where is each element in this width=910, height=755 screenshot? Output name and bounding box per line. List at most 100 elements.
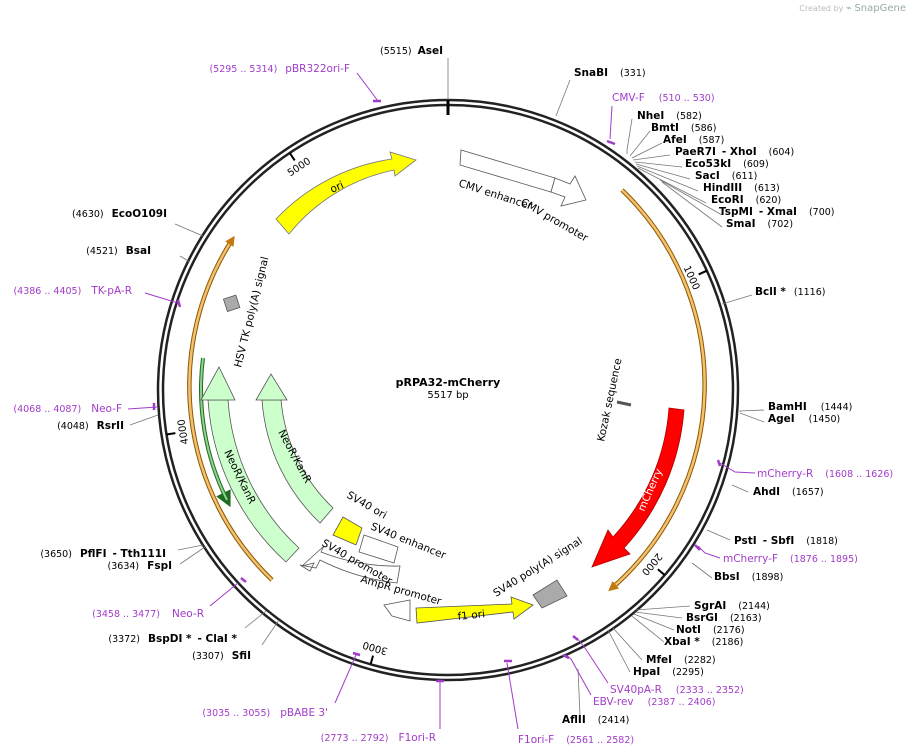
svg-text:AhdI(1657): AhdI(1657) <box>753 486 824 498</box>
snapgene-logo-icon: ⌁ <box>845 3 852 14</box>
svg-text:AflII(2414): AflII(2414) <box>562 714 629 726</box>
kozak-marker <box>616 400 632 407</box>
svg-text:SV40pA-R(2333 .. 2352): SV40pA-R(2333 .. 2352) <box>610 684 744 696</box>
svg-text:BbsI(1898): BbsI(1898) <box>714 571 783 583</box>
neor-outer-head <box>200 366 236 401</box>
svg-text:(5295 .. 5314)pBR322ori-F: (5295 .. 5314)pBR322ori-F <box>209 63 350 75</box>
neor-inner-body <box>261 399 334 524</box>
site-label: SmaI(702) <box>726 218 793 230</box>
green-feature-arrow-fill <box>200 357 228 501</box>
site-label: (3307)SfiI <box>192 650 251 662</box>
site-label: (4048)RsrII <box>57 420 124 432</box>
svg-text:NotI(2176): NotI(2176) <box>676 624 745 636</box>
svg-text:AgeI(1450): AgeI(1450) <box>768 413 840 425</box>
svg-text:CMV-F(510 .. 530): CMV-F(510 .. 530) <box>612 92 715 104</box>
primer-label: mCherry-R(1608 .. 1626) <box>757 468 893 480</box>
site-label: PaeR7I- XhoI(604) <box>675 146 794 158</box>
site-label: BclI *(1116) <box>755 286 825 298</box>
neor-inner-head <box>255 373 288 401</box>
cmv-promoter-arrow <box>550 175 587 207</box>
site-label: EcoRI(620) <box>711 194 781 206</box>
svg-text:(3035 .. 3055)pBABE 3': (3035 .. 3055)pBABE 3' <box>202 707 328 719</box>
site-label: SgrAI(2144) <box>694 600 770 612</box>
svg-text:mCherry-R(1608 .. 1626): mCherry-R(1608 .. 1626) <box>757 468 893 480</box>
primer-label: (3458 .. 3477)Neo-R <box>92 608 204 620</box>
site-label: NotI(2176) <box>676 624 745 636</box>
site-label: BsrGI(2163) <box>686 612 762 624</box>
svg-text:EcoRI(620): EcoRI(620) <box>711 194 781 206</box>
primer-label: mCherry-F(1876 .. 1895) <box>723 553 858 565</box>
plasmid-name: pRPA32-mCherry <box>396 376 501 389</box>
sv40-polya-box <box>532 579 568 609</box>
hsv-tk-polya-label: HSV TK poly(A) signal <box>232 255 271 368</box>
svg-text:SacI(611): SacI(611) <box>695 170 757 182</box>
svg-text:TspMI- XmaI(700): TspMI- XmaI(700) <box>719 206 834 218</box>
svg-text:AfeI(587): AfeI(587) <box>663 134 724 146</box>
primer-label: CMV-F(510 .. 530) <box>612 92 715 104</box>
svg-text:NheI(582): NheI(582) <box>637 110 702 122</box>
scale-tick <box>698 269 708 276</box>
ampr-promoter-box <box>383 599 411 622</box>
scale-tick-label: 3000 <box>362 639 389 656</box>
hsv-tk-polya-box <box>222 294 241 313</box>
primer-leader-lines <box>127 72 756 730</box>
sv40-ori-box <box>332 516 363 546</box>
scale-tick-label: 5000 <box>286 156 313 179</box>
primer-label: F1ori-F(2561 .. 2582) <box>518 734 634 746</box>
scale-tick <box>288 152 296 162</box>
plasmid-size: 5517 bp <box>427 390 468 401</box>
restriction-site-labels: (5515)AseI SnaBI(331) NheI(582) BmtI(586… <box>40 45 852 726</box>
site-label: BbsI(1898) <box>714 571 783 583</box>
credit-prefix: Created by <box>799 4 844 13</box>
primer-label: (4386 .. 4405)TK-pA-R <box>13 285 132 297</box>
neor-outer-body <box>207 399 300 563</box>
scale-tick <box>166 432 176 436</box>
cmv-promoter-label: CMV promoter <box>519 196 591 245</box>
site-label: HindIII(613) <box>703 182 780 194</box>
site-label: (5515)AseI <box>380 45 443 57</box>
primer-labels: (5295 .. 5314)pBR322ori-F CMV-F(510 .. 5… <box>13 63 893 746</box>
site-label: HpaI(2295) <box>633 666 704 678</box>
svg-text:XbaI *(2186): XbaI *(2186) <box>664 636 743 648</box>
svg-text:SgrAI(2144): SgrAI(2144) <box>694 600 770 612</box>
svg-text:F1ori-F(2561 .. 2582): F1ori-F(2561 .. 2582) <box>518 734 634 746</box>
site-label: AfeI(587) <box>663 134 724 146</box>
svg-text:BmtI(586): BmtI(586) <box>651 122 716 134</box>
sv40-enhancer-box <box>358 534 399 564</box>
svg-text:PaeR7I- XhoI(604): PaeR7I- XhoI(604) <box>675 146 794 158</box>
site-label: NheI(582) <box>637 110 702 122</box>
sv40-ori-label: SV40 ori <box>345 489 389 522</box>
site-label: (3634)FspI <box>108 560 172 572</box>
primer-label: (2773 .. 2792)F1ori-R <box>321 732 436 744</box>
primer-label: (4068 .. 4087)Neo-F <box>13 403 122 415</box>
site-label: AflII(2414) <box>562 714 629 726</box>
svg-text:(4048)RsrII: (4048)RsrII <box>57 420 124 432</box>
svg-text:(2773 .. 2792)F1ori-R: (2773 .. 2792)F1ori-R <box>321 732 436 744</box>
site-label: BmtI(586) <box>651 122 716 134</box>
svg-text:(3650)PflFI- Tth111I: (3650)PflFI- Tth111I <box>40 548 166 560</box>
site-label: MfeI(2282) <box>646 654 716 666</box>
svg-text:(4630)EcoO109I: (4630)EcoO109I <box>72 208 167 220</box>
svg-text:(4386 .. 4405)TK-pA-R: (4386 .. 4405)TK-pA-R <box>13 285 132 297</box>
snapgene-credit: Created by ⌁ SnapGene <box>799 3 906 14</box>
orange-feature-right <box>608 189 706 592</box>
scale-tick-label: 4000 <box>176 418 191 445</box>
ori-label: ori <box>328 179 345 196</box>
svg-text:BclI *(1116): BclI *(1116) <box>755 286 825 298</box>
svg-text:mCherry-F(1876 .. 1895): mCherry-F(1876 .. 1895) <box>723 553 858 565</box>
sv40-polya-label: SV40 poly(A) signal <box>491 535 584 600</box>
site-label: (4630)EcoO109I <box>72 208 167 220</box>
svg-text:HpaI(2295): HpaI(2295) <box>633 666 704 678</box>
svg-text:EBV-rev(2387 .. 2406): EBV-rev(2387 .. 2406) <box>593 696 716 708</box>
svg-text:(3634)FspI: (3634)FspI <box>108 560 172 572</box>
svg-text:(3372)BspDI *- ClaI *: (3372)BspDI *- ClaI * <box>108 633 237 645</box>
site-label: PstI- SbfI(1818) <box>734 535 838 547</box>
site-label: BamHI(1444) <box>768 401 852 413</box>
scale-tick <box>369 655 375 665</box>
svg-text:(4068 .. 4087)Neo-F: (4068 .. 4087)Neo-F <box>13 403 122 415</box>
site-label: TspMI- XmaI(700) <box>719 206 834 218</box>
site-label: (4521)BsaI <box>86 245 151 257</box>
site-label: (3372)BspDI *- ClaI * <box>108 633 237 645</box>
primer-label: (3035 .. 3055)pBABE 3' <box>202 707 328 719</box>
